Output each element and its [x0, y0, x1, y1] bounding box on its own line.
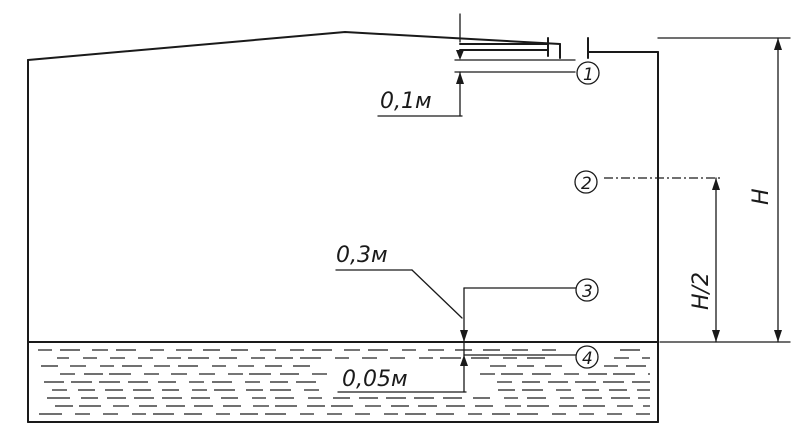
- point-marker-1: [576, 61, 600, 85]
- dimension-label-0-1m: 0,1м: [380, 89, 432, 114]
- dimension-label-0-05m: 0,05м: [342, 367, 408, 392]
- dimension-label-0-3m: 0,3м: [336, 243, 388, 268]
- point-number-4: 4: [582, 349, 593, 369]
- point-marker-2: [574, 170, 598, 194]
- liquid-hatching: [38, 349, 650, 415]
- height-dimension: H: [657, 37, 791, 343]
- height-label: H: [749, 188, 774, 205]
- point-4-group: 0,05м 4: [337, 341, 599, 393]
- liquid-layer: [27, 341, 659, 415]
- point-2-group: 2: [574, 170, 722, 194]
- roof-nozzle: [459, 37, 589, 59]
- point-marker-4: [575, 345, 599, 369]
- point-number-2: 2: [581, 174, 592, 194]
- half-height-dimension: H/2: [689, 177, 720, 343]
- point-marker-3: [575, 278, 599, 302]
- point-number-1: 1: [583, 65, 594, 85]
- tank-outline: [27, 31, 659, 423]
- point-3-group: 0,3м 3: [335, 243, 599, 343]
- point-1-group: 0,1м 1: [377, 13, 600, 117]
- half-height-label: H/2: [689, 272, 714, 310]
- point-number-3: 3: [582, 282, 593, 302]
